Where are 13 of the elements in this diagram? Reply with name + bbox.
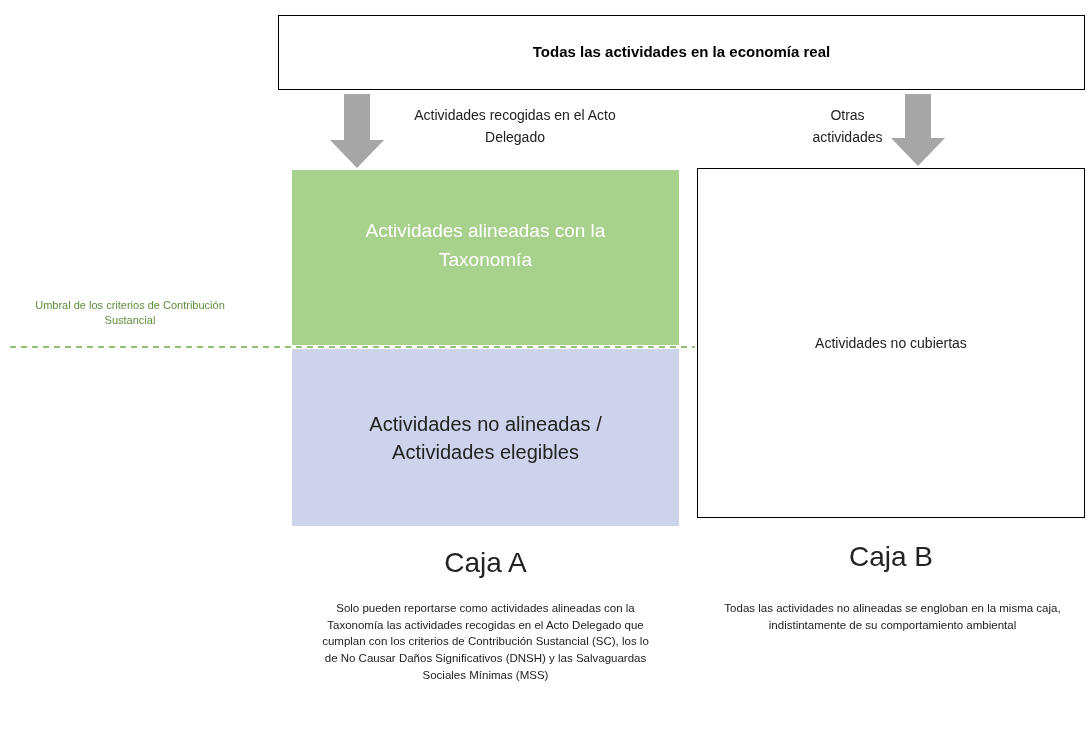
description-text: Todas las actividades no alineadas se engloban en la misma caja, indistintamente de su comportamiento ambiental <box>723 601 1062 633</box>
edge-label: Otras actividades <box>811 106 884 148</box>
aligned-box: Actividades alineadas con la Taxonomía <box>292 170 679 345</box>
edge-label: Actividades recogidas en el Acto Delegado <box>413 106 617 148</box>
threshold-label: Umbral de los criterios de Contribución Sustancial <box>34 298 226 329</box>
not-covered-box: Actividades no cubiertas <box>697 168 1085 518</box>
description-text: Solo pueden reportarse como actividades alineadas con la Taxonomía las actividades recogidas en el Acto Delegado que cumplan con los criterios de Contribución Sustancial (SC), los lo de No Causar Daños Significativos (DNSH) y las Salvaguardas Sociales Mínimas (MSS) <box>321 601 650 683</box>
block-arrow <box>330 94 384 168</box>
header-box: Todas las actividades en la economía real <box>278 15 1085 90</box>
block-arrow <box>891 94 945 166</box>
eligible-box: Actividades no alineadas / Actividades elegibles <box>292 349 679 526</box>
box-title: Caja B <box>847 540 934 574</box>
box-title: Caja A <box>443 546 528 580</box>
